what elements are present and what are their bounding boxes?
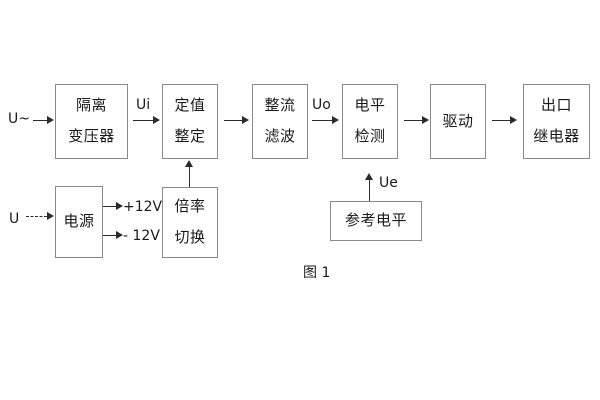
block-power-supply-line-1: 电源 [63, 212, 95, 231]
signal-label-ui: Ui [136, 97, 151, 113]
arrow-power-supply-negative-rail [103, 231, 123, 240]
block-setpoint-adjust-line-1: 定值 [174, 96, 206, 115]
block-drive-line-1: 驱动 [442, 111, 474, 130]
arrow-multiplier-switch-to-setpoint-adjust [185, 160, 194, 187]
block-output-relay-line-2: 继电器 [533, 127, 580, 145]
signal-label-ue: Ue [379, 175, 398, 191]
block-drive[interactable]: 驱动 [430, 84, 486, 159]
block-level-detect-line-2: 检测 [354, 127, 386, 145]
rail-label-negative: - 12V [123, 228, 160, 244]
block-isolation-transformer-line-2: 变压器 [68, 127, 115, 145]
arrow-level-detect-to-drive [404, 116, 430, 125]
arrow-rectify-filter-to-level-detect [312, 116, 340, 125]
block-level-detect[interactable]: 电平 检测 [342, 84, 398, 159]
block-multiplier-switch[interactable]: 倍率 切换 [162, 187, 218, 258]
block-rectify-filter-line-1: 整流 [264, 96, 296, 115]
rail-label-positive: +12V [123, 199, 163, 215]
block-isolation-transformer-line-1: 隔离 [75, 96, 107, 115]
block-reference-level[interactable]: 参考电平 [330, 201, 422, 241]
input-label-dc-source: U [9, 211, 20, 227]
block-isolation-transformer[interactable]: 隔离 变压器 [55, 84, 128, 159]
block-setpoint-adjust-line-2: 整定 [174, 127, 206, 145]
block-level-detect-line-1: 电平 [354, 96, 386, 115]
arrow-power-supply-positive-rail [103, 202, 123, 211]
block-output-relay[interactable]: 出口 继电器 [523, 84, 590, 159]
block-power-supply[interactable]: 电源 [55, 186, 103, 258]
figure-caption: 图 1 [303, 265, 331, 281]
arrow-isolation-transformer-to-setpoint-adjust [133, 116, 161, 125]
arrow-dc-source-to-power-supply [26, 212, 54, 221]
arrow-ac-source-to-isolation-transformer [33, 116, 54, 125]
block-output-relay-line-1: 出口 [540, 96, 572, 115]
block-rectify-filter[interactable]: 整流 滤波 [252, 84, 308, 159]
block-multiplier-switch-line-2: 切换 [174, 228, 206, 246]
block-reference-level-line-1: 参考电平 [344, 211, 407, 230]
signal-label-uo: Uo [312, 97, 331, 113]
block-setpoint-adjust[interactable]: 定值 整定 [162, 84, 218, 159]
block-rectify-filter-line-2: 滤波 [264, 127, 296, 145]
arrow-setpoint-adjust-to-rectify-filter [224, 116, 250, 125]
input-label-ac-source: U~ [8, 111, 30, 127]
arrow-reference-level-to-level-detect [365, 173, 374, 201]
arrow-drive-to-output-relay [492, 116, 518, 125]
block-multiplier-switch-line-1: 倍率 [174, 197, 206, 216]
